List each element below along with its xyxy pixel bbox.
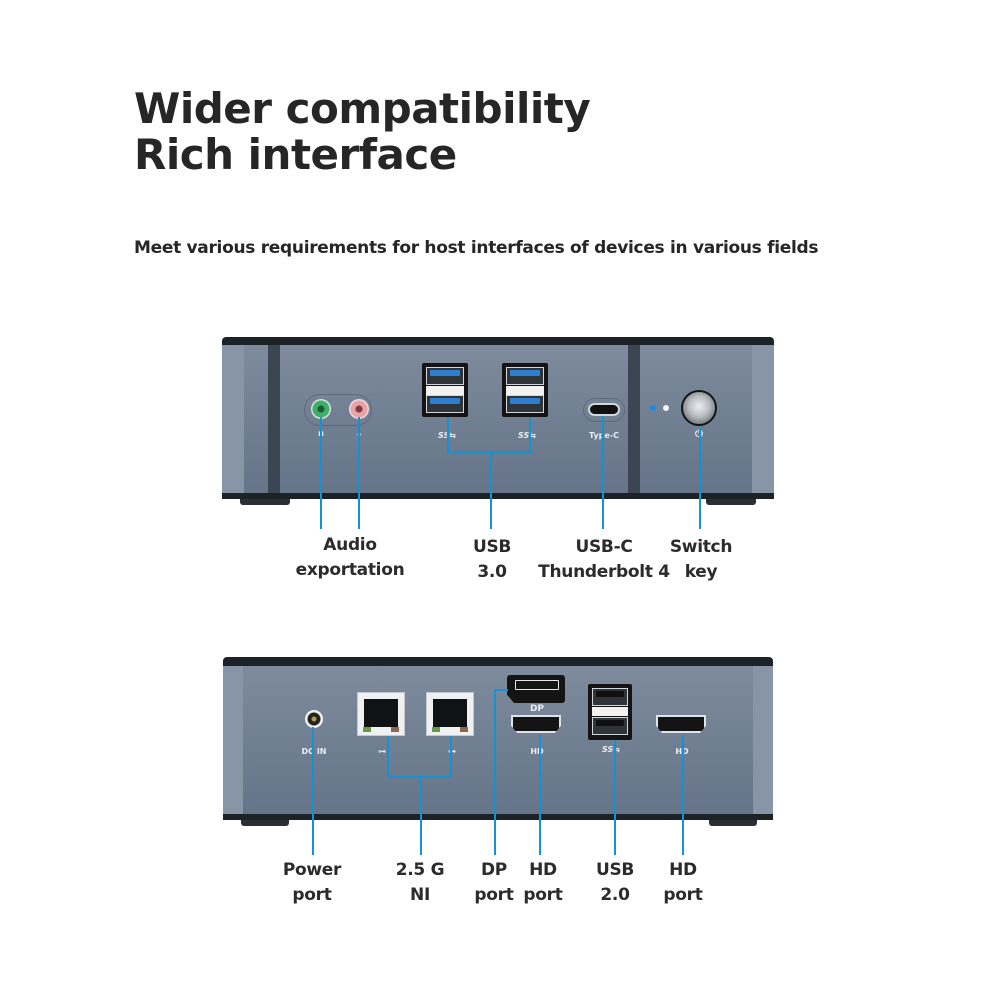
hdmi-port-left[interactable] <box>511 715 561 733</box>
leader-line-usb3-right <box>529 417 531 453</box>
dp-label: DP <box>529 704 545 714</box>
ethernet-port-2[interactable] <box>426 692 474 736</box>
chassis-right-side <box>752 345 774 495</box>
headline-line-1: Wider compatibility <box>134 84 591 133</box>
usb3-logo-left: SS⇆ <box>432 431 462 440</box>
chassis-left-side <box>222 345 244 495</box>
chassis-top-edge <box>222 337 774 345</box>
headline-line-2: Rich interface <box>134 130 457 179</box>
ethernet-port-1[interactable] <box>357 692 405 736</box>
power-symbol-icon: ⏻ <box>692 429 706 440</box>
type-c-label: Type-C <box>582 431 626 440</box>
lan-icon-2: ⊶ <box>448 747 456 756</box>
leader-line-lan2 <box>450 736 452 778</box>
headphone-jack[interactable] <box>311 399 331 419</box>
leader-line-lan-bridge <box>387 776 452 778</box>
rear-panel-device: DC IN ⊶ ⊶ DP HD SS⇆ HD <box>223 657 773 826</box>
subtitle: Meet various requirements for host inter… <box>134 238 819 258</box>
leader-line-usb3-left <box>447 417 449 453</box>
leader-line-hd-right <box>682 735 684 855</box>
foot-right <box>706 499 756 505</box>
chassis-bottom-edge <box>222 493 774 499</box>
leader-line-lan-drop <box>420 776 422 855</box>
leader-line-power <box>312 727 314 855</box>
power-led-blue <box>650 405 656 411</box>
usb3-port[interactable] <box>506 367 544 385</box>
chassis-left-side <box>223 666 243 816</box>
lan-icon-1: ⊶ <box>378 747 386 756</box>
usb-c-port[interactable] <box>588 403 620 416</box>
leader-line-dp-horizontal <box>494 689 508 691</box>
leader-line-headphone <box>320 417 322 529</box>
power-button[interactable] <box>681 390 717 426</box>
dc-in-label: DC IN <box>301 747 327 756</box>
usb3-port[interactable] <box>426 395 464 413</box>
usb2-port[interactable] <box>592 688 628 706</box>
chassis-right-side <box>753 666 773 816</box>
leader-line-mic <box>358 417 360 529</box>
foot-left <box>241 820 289 826</box>
foot-left <box>240 499 290 505</box>
usb2-logo: SS⇆ <box>602 745 620 754</box>
headline: Wider compatibility Rich interface <box>134 84 591 179</box>
foot-right <box>709 820 757 826</box>
microphone-jack[interactable] <box>349 399 369 419</box>
chassis-face <box>223 666 773 816</box>
audio-jack-bezel <box>304 394 372 426</box>
status-led-white <box>663 405 669 411</box>
usb-c-bezel <box>583 398 625 422</box>
usb3-stack-right <box>502 363 548 417</box>
usb3-logo-right: SS⇆ <box>518 431 536 440</box>
usb3-stack-left <box>422 363 468 417</box>
groove-right <box>628 345 640 495</box>
hdmi-port-right[interactable] <box>656 715 706 733</box>
dc-in-jack[interactable] <box>305 710 323 728</box>
usb3-port[interactable] <box>506 395 544 413</box>
chassis-top-edge <box>223 657 773 666</box>
displayport-port[interactable] <box>507 675 565 703</box>
chassis-bottom-edge <box>223 814 773 820</box>
leader-line-hd-left <box>539 735 541 855</box>
leader-line-usb2 <box>614 740 616 855</box>
leader-line-switch <box>699 427 701 529</box>
usb2-stack <box>588 684 632 740</box>
leader-line-dp <box>494 689 496 855</box>
front-panel-device: ∩ ↓ SS⇆ SS⇆ Type-C ⏻ <box>222 337 774 505</box>
hd-label-left: HD <box>530 747 544 756</box>
leader-line-usb-c <box>602 416 604 529</box>
groove-left <box>268 345 280 495</box>
leader-line-lan1 <box>387 736 389 778</box>
leader-line-usb3-drop <box>490 451 492 529</box>
usb3-port[interactable] <box>426 367 464 385</box>
leader-line-usb3-bridge <box>447 451 531 453</box>
usb2-port[interactable] <box>592 717 628 735</box>
